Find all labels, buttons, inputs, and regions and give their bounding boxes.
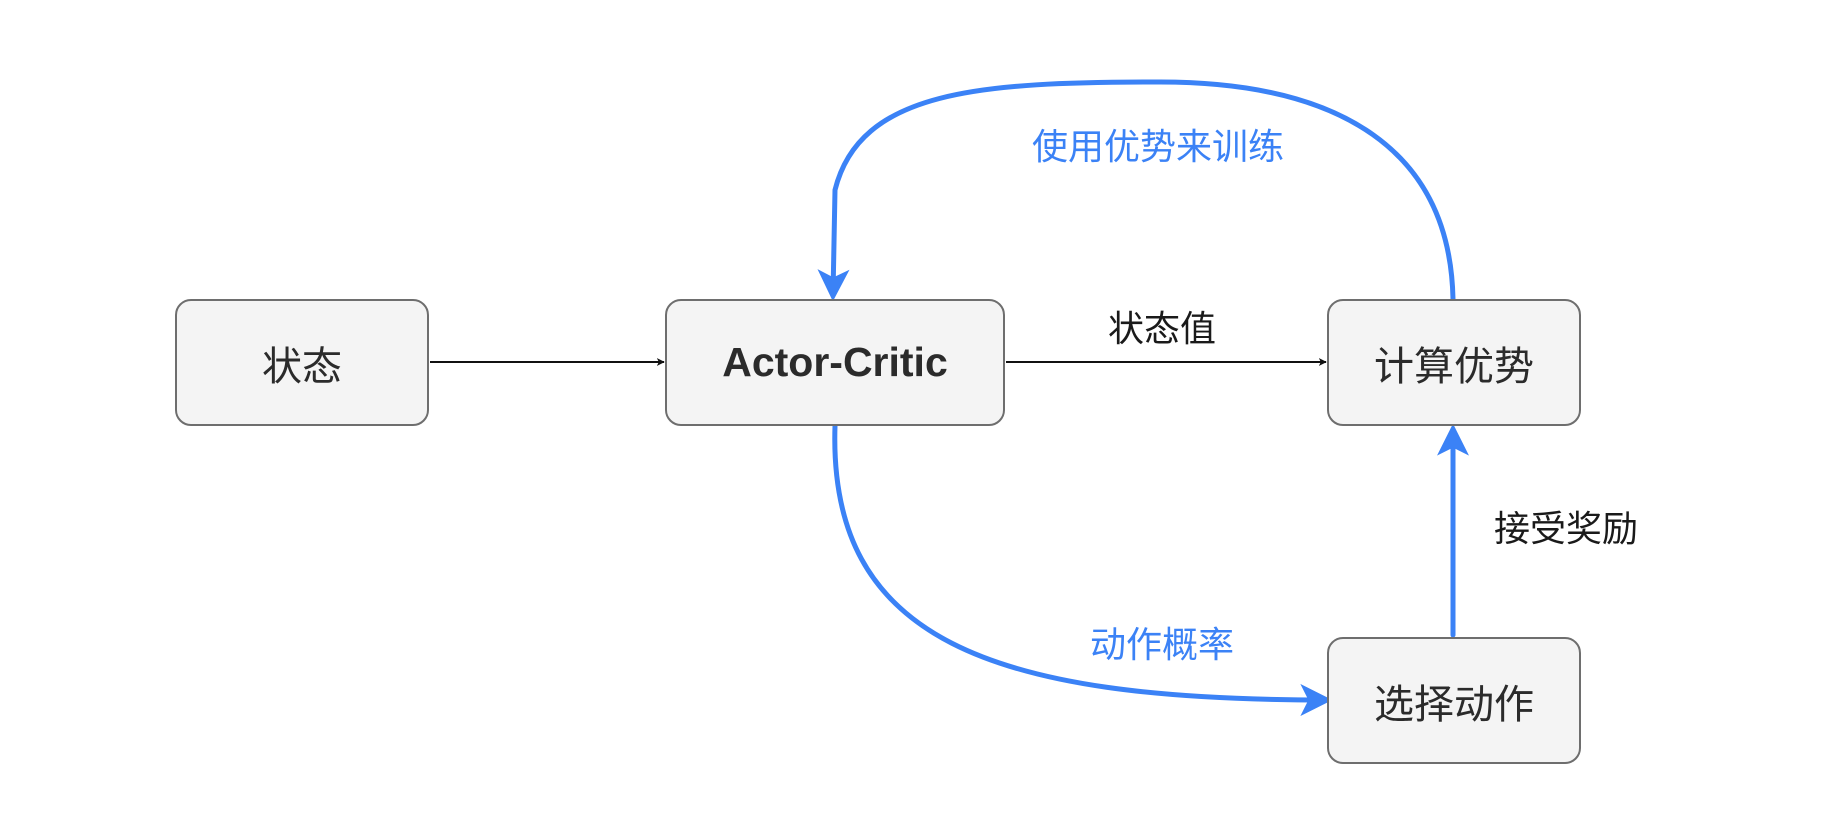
label-state-value: 状态值 xyxy=(1108,309,1217,350)
node-actor-critic: Actor-Critic xyxy=(665,299,1005,426)
label-receive-reward: 接受奖励 xyxy=(1494,509,1639,550)
edge-train-with-advantage xyxy=(817,79,1456,302)
label-train-with-advantage: 使用优势来训练 xyxy=(1032,127,1285,168)
label-action-probability: 动作概率 xyxy=(1090,625,1235,666)
node-compute-advantage: 计算优势 xyxy=(1327,299,1581,426)
edge-action-probability xyxy=(832,423,1333,716)
node-state: 状态 xyxy=(175,299,429,426)
node-select-action: 选择动作 xyxy=(1327,637,1581,764)
